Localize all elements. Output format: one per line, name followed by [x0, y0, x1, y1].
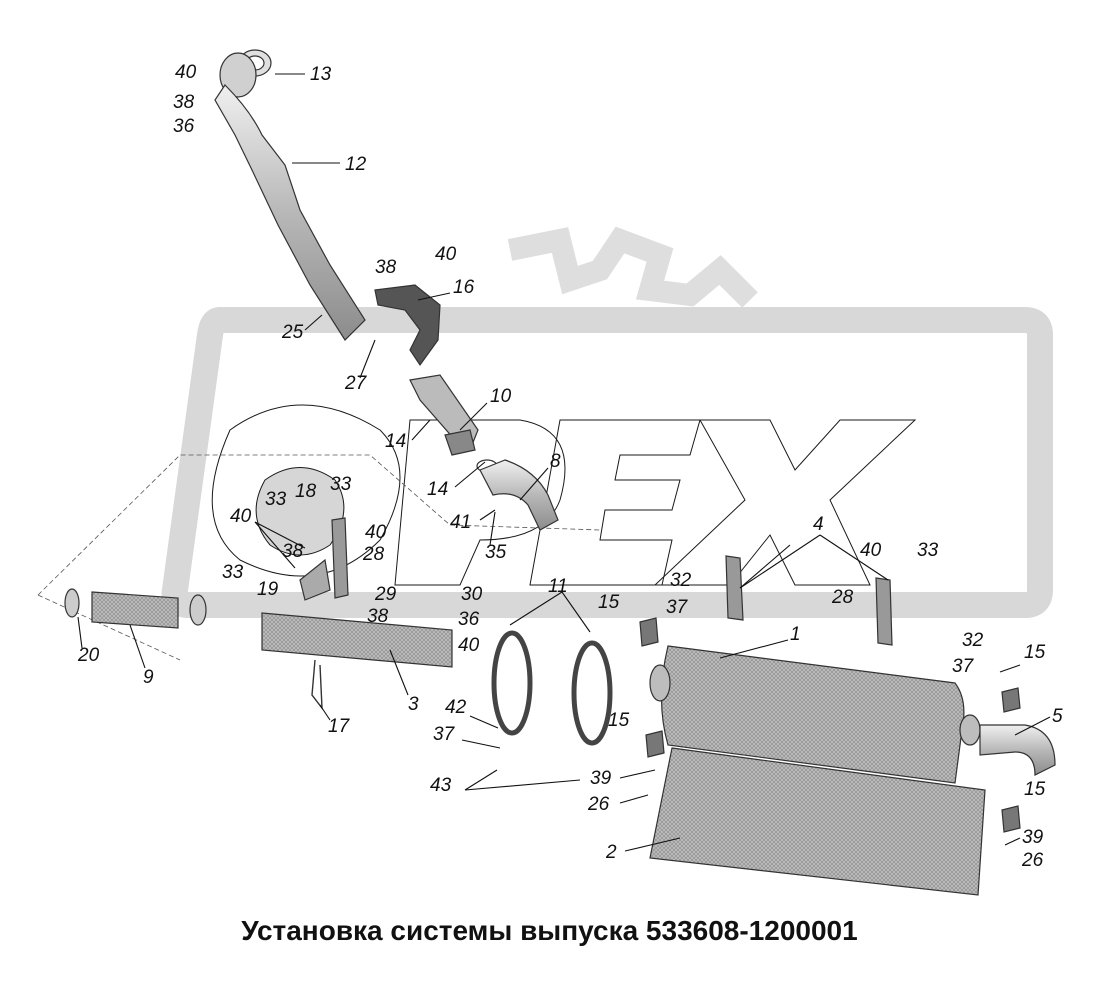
stub-10 — [444, 429, 476, 456]
callout-41: 41 — [450, 512, 471, 533]
bracket-19 — [299, 558, 331, 601]
callout-19: 19 — [257, 579, 279, 600]
callout-14: 14 — [385, 431, 406, 452]
callout-15: 15 — [1024, 642, 1046, 663]
downpipe-12 — [214, 84, 366, 341]
callout-40: 40 — [365, 522, 387, 543]
callout-16: 16 — [453, 277, 475, 298]
watermark-logo — [161, 226, 1053, 618]
heat-shield-2 — [649, 747, 986, 896]
callout-40: 40 — [435, 244, 457, 265]
callout-37: 37 — [433, 724, 456, 745]
strap-17 — [311, 659, 323, 711]
tailpipe-5 — [979, 724, 1056, 776]
callout-39: 39 — [1022, 827, 1044, 848]
callout-36: 36 — [458, 609, 480, 630]
callout-11: 11 — [548, 576, 568, 597]
callout-37: 37 — [952, 656, 975, 677]
callout-38: 38 — [367, 606, 389, 627]
elbow-8 — [479, 459, 559, 531]
leader-lines — [77, 73, 1051, 852]
bracket-18 — [331, 517, 349, 599]
callout-27: 27 — [344, 373, 368, 394]
callout-33: 33 — [917, 540, 939, 561]
callout-33: 33 — [330, 474, 352, 495]
flange-13 — [219, 49, 272, 98]
callout-1: 1 — [790, 624, 801, 645]
pipe-3 — [261, 612, 453, 668]
callout-4: 4 — [813, 514, 824, 535]
callout-9: 9 — [143, 667, 154, 688]
callout-10: 10 — [490, 386, 512, 407]
callout-3: 3 — [408, 694, 419, 715]
diagram-caption: Установка системы выпуска 533608-1200001 — [241, 915, 858, 946]
callout-12: 12 — [345, 154, 367, 175]
callout-15: 15 — [1024, 779, 1046, 800]
callout-8: 8 — [550, 451, 561, 472]
clip-15-a — [639, 617, 659, 647]
callout-33: 33 — [222, 562, 244, 583]
muffler-inlet — [649, 664, 671, 702]
clip-15-d — [1001, 805, 1021, 833]
callout-40: 40 — [458, 635, 480, 656]
clamp-20 — [64, 588, 80, 618]
callout-26: 26 — [1021, 850, 1044, 871]
callout-2: 2 — [605, 842, 617, 863]
callout-13: 13 — [310, 64, 332, 85]
callout-25: 25 — [281, 322, 304, 343]
callout-40: 40 — [175, 62, 197, 83]
bracket-4-left — [725, 555, 744, 621]
callout-40: 40 — [860, 540, 882, 561]
callout-5: 5 — [1052, 706, 1063, 727]
pipe-9 — [91, 591, 179, 629]
muffler-outlet — [959, 714, 981, 746]
callouts: 13 40 38 36 12 38 40 16 25 27 10 14 8 14… — [77, 62, 1063, 871]
callout-28: 28 — [831, 587, 854, 608]
callout-38: 38 — [282, 541, 304, 562]
callout-39: 39 — [590, 768, 612, 789]
callout-42: 42 — [445, 697, 467, 718]
clamp-11-right — [571, 640, 613, 746]
frame-outline — [37, 454, 601, 661]
callout-17: 17 — [328, 716, 351, 737]
bracket-4-right — [875, 577, 893, 646]
callout-36: 36 — [173, 116, 195, 137]
callout-14: 14 — [427, 479, 448, 500]
callout-38: 38 — [375, 257, 397, 278]
callout-26: 26 — [587, 794, 610, 815]
callout-15: 15 — [608, 710, 630, 731]
clamp-11-left — [491, 630, 533, 736]
callout-38: 38 — [173, 92, 195, 113]
bracket-16 — [374, 284, 441, 367]
clamp-9-end — [189, 594, 207, 626]
callout-29: 29 — [374, 584, 397, 605]
callout-40: 40 — [230, 506, 252, 527]
clip-15-b — [1001, 687, 1021, 713]
callout-37: 37 — [666, 597, 689, 618]
callout-43: 43 — [430, 775, 452, 796]
callout-20: 20 — [77, 645, 100, 666]
clip-15-c — [645, 730, 665, 758]
callout-35: 35 — [485, 542, 507, 563]
callout-32: 32 — [962, 630, 984, 651]
callout-30: 30 — [461, 584, 483, 605]
callout-32: 32 — [670, 570, 692, 591]
callout-18: 18 — [295, 481, 317, 502]
callout-33: 33 — [265, 489, 287, 510]
callout-28: 28 — [362, 544, 385, 565]
callout-15: 15 — [598, 592, 620, 613]
